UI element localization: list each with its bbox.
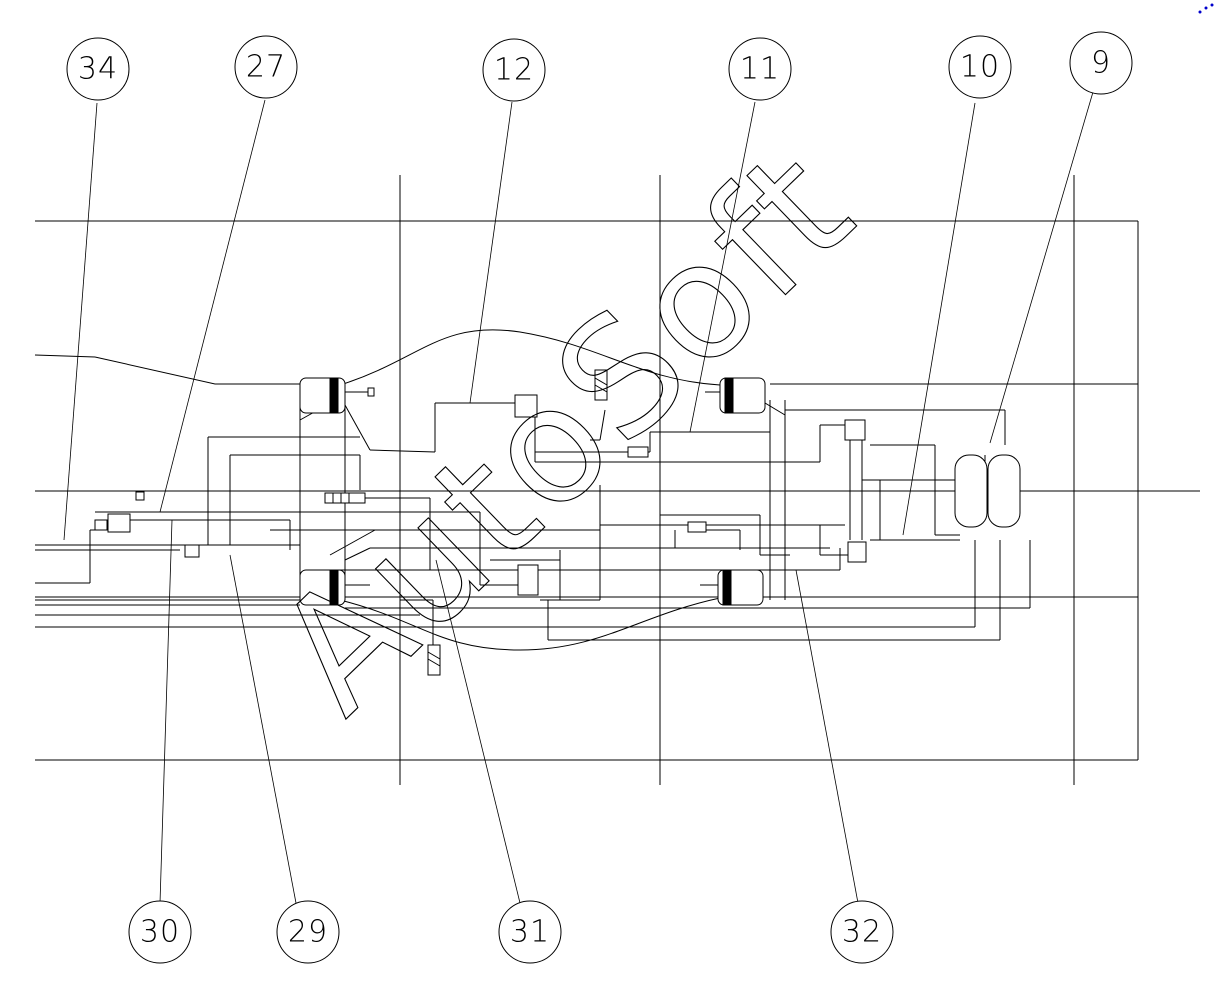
callout-30: 30 xyxy=(128,900,192,964)
callout-29: 29 xyxy=(276,900,340,964)
svg-text:30: 30 xyxy=(140,915,180,950)
spring-valve-upper xyxy=(594,369,608,401)
svg-text:27: 27 xyxy=(246,50,286,85)
callout-10: 10 xyxy=(948,35,1012,99)
watermark: AutoSoft xyxy=(241,113,889,748)
air-tank-left xyxy=(954,454,988,528)
svg-text:29: 29 xyxy=(288,915,328,950)
callout-9: 9 xyxy=(1069,31,1133,95)
relay-valve-middle xyxy=(517,564,539,596)
svg-text:31: 31 xyxy=(510,915,550,950)
relay-valve-right xyxy=(844,419,867,563)
callout-27: 27 xyxy=(234,35,298,99)
svg-text:12: 12 xyxy=(494,53,534,88)
callout-32: 32 xyxy=(830,900,894,964)
svg-text:32: 32 xyxy=(842,915,882,950)
air-tank-right xyxy=(987,454,1021,528)
spring-valve-lower xyxy=(427,644,441,676)
svg-text:AutoSoft: AutoSoft xyxy=(241,113,888,747)
pneumatic-lines xyxy=(35,329,1031,651)
brake-chamber-rear-left xyxy=(299,569,370,606)
brake-chamber-front-left xyxy=(299,377,375,414)
valve-module-left xyxy=(94,491,200,558)
callout-leaders xyxy=(63,91,1094,904)
chassis-frame xyxy=(34,175,1200,785)
svg-text:9: 9 xyxy=(1091,46,1111,81)
quick-release-valve xyxy=(324,492,366,504)
callout-12: 12 xyxy=(482,38,546,102)
callout-34: 34 xyxy=(66,37,130,101)
relay-valve-upper xyxy=(514,394,538,418)
corner-mark xyxy=(1198,3,1214,14)
svg-text:11: 11 xyxy=(740,52,780,87)
callout-11: 11 xyxy=(728,37,792,101)
brake-chamber-rear-right xyxy=(700,569,764,606)
callout-31: 31 xyxy=(498,900,562,964)
brake-chamber-front-right xyxy=(705,377,766,414)
modulator-small-right xyxy=(627,446,707,533)
svg-text:10: 10 xyxy=(960,50,1000,85)
svg-text:34: 34 xyxy=(78,52,118,87)
